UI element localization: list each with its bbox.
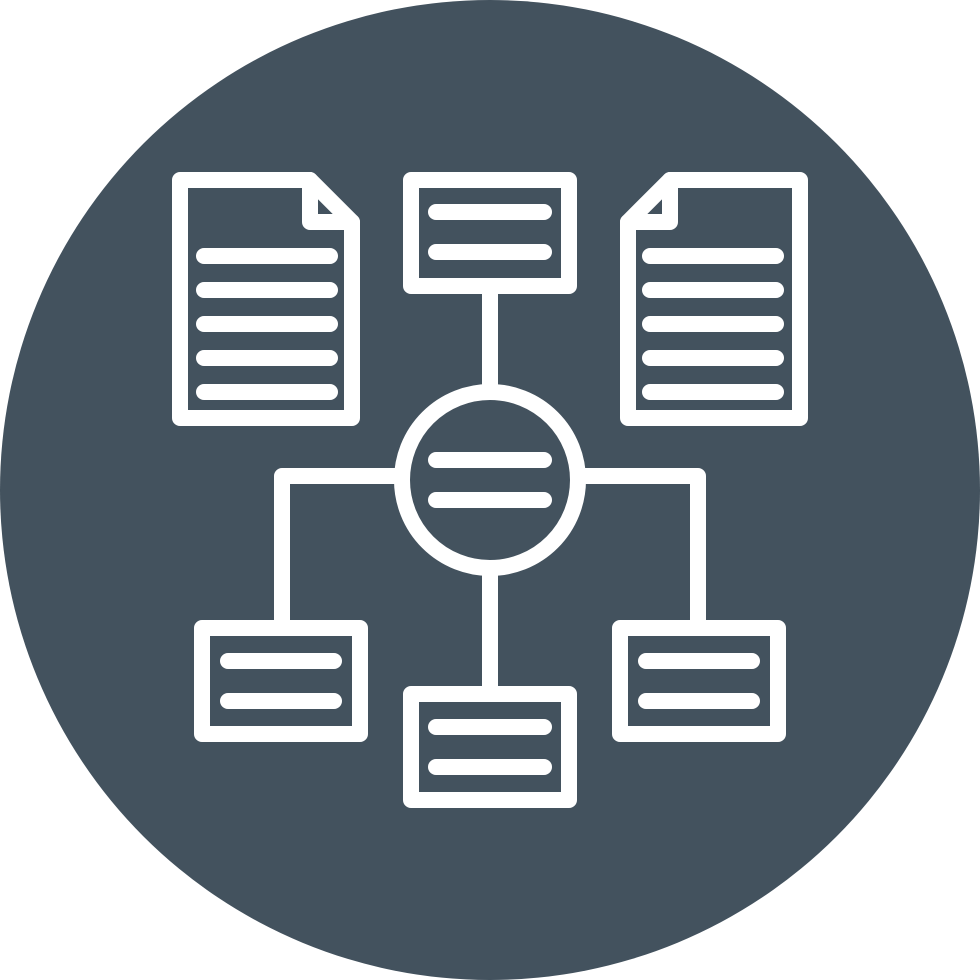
document-left-icon (172, 172, 360, 426)
bottom-right-node-box (612, 620, 786, 742)
connector-left (274, 468, 410, 634)
connector-right (570, 468, 706, 634)
document-right-icon (620, 172, 808, 426)
bottom-left-node-box (194, 620, 368, 742)
bottom-center-node-box (403, 686, 577, 808)
